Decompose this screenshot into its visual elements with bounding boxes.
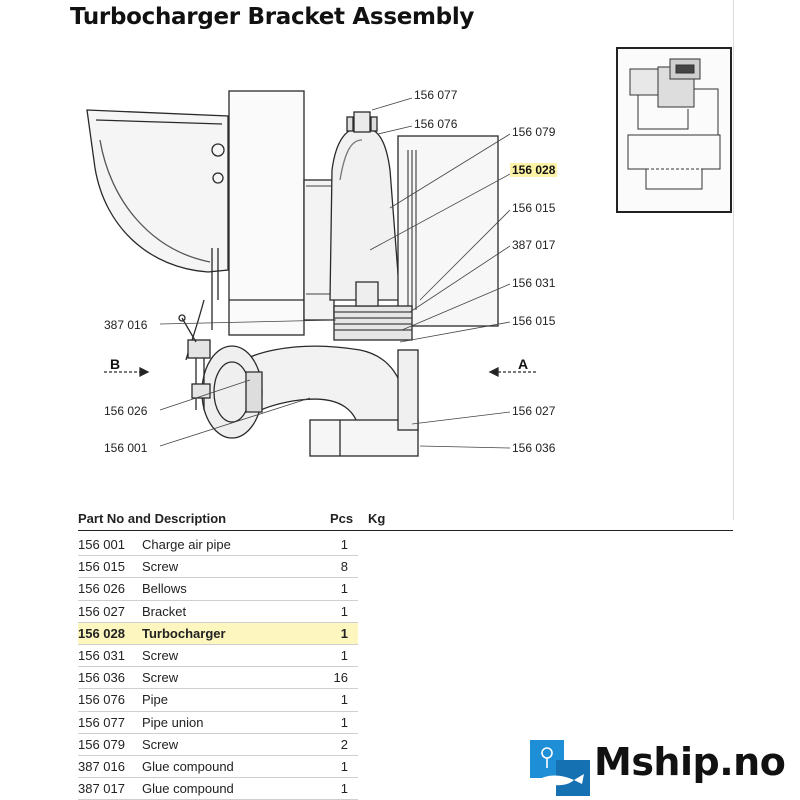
callout-156031: 156 031	[512, 276, 556, 290]
callout-156028: 156 028	[510, 163, 558, 177]
table-row: 387 016 Glue compound 1	[78, 756, 358, 779]
page-divider	[733, 0, 734, 520]
callout-156076: 156 076	[414, 117, 458, 131]
part-number: 387 017	[78, 781, 125, 797]
part-quantity: 1	[340, 758, 348, 774]
callout-387017: 387 017	[512, 238, 556, 252]
part-number: 156 076	[78, 692, 125, 708]
exhaust-bowl	[86, 109, 229, 273]
part-description: Pipe	[142, 692, 169, 708]
callout-156015-bottom: 156 015	[512, 314, 556, 328]
brand-name[interactable]: Mship.no	[594, 740, 786, 784]
engine-outline	[627, 58, 721, 190]
callout-156036: 156 036	[512, 441, 556, 455]
part-description: Bellows	[142, 581, 187, 597]
header-pcs: Pcs	[330, 511, 354, 526]
part-quantity: 1	[340, 647, 348, 663]
part-description: Pipe union	[142, 714, 204, 730]
turbo-column	[329, 125, 401, 301]
part-description: Screw	[142, 559, 179, 575]
part-quantity: 1	[340, 537, 348, 552]
table-row: 156 031 Screw 1	[78, 645, 358, 668]
table-row: 387 017 Glue compound 1	[78, 778, 358, 800]
part-number: 156 031	[78, 647, 125, 663]
view-label-b: B	[110, 356, 121, 372]
part-description: Glue compound	[142, 781, 234, 797]
table-row: 156 015 Screw 8	[78, 556, 358, 579]
part-quantity: 1	[340, 625, 348, 641]
table-row-highlighted: 156 028 Turbocharger 1	[78, 622, 358, 645]
mship-logo-icon[interactable]	[530, 740, 590, 796]
part-number: 156 028	[78, 625, 125, 641]
table-row: 156 001 Charge air pipe 1	[78, 534, 358, 557]
compressor-housing	[397, 135, 499, 327]
part-quantity: 1	[340, 692, 348, 708]
part-description: Charge air pipe	[142, 537, 231, 552]
part-number: 387 016	[78, 758, 125, 774]
part-quantity: 16	[333, 670, 348, 686]
view-label-a: A	[518, 356, 529, 372]
table-row: 156 079 Screw 2	[78, 734, 358, 756]
table-row: 156 027 Bracket 1	[78, 601, 358, 623]
part-quantity: 2	[340, 736, 348, 752]
part-quantity: 1	[340, 781, 348, 797]
part-description: Screw	[142, 736, 179, 752]
header-kg: Kg	[368, 511, 386, 526]
table-row: 156 076 Pipe 1	[78, 689, 358, 712]
callout-156001: 156 001	[104, 441, 148, 455]
part-number: 156 036	[78, 670, 125, 686]
part-description: Screw	[142, 670, 179, 686]
engine-location-diagram	[616, 47, 732, 213]
part-description: Glue compound	[142, 758, 234, 774]
part-quantity: 1	[340, 603, 348, 619]
callout-156015-top: 156 015	[512, 201, 556, 215]
page-title: Turbocharger Bracket Assembly	[70, 4, 475, 30]
part-description: Bracket	[142, 603, 187, 619]
callout-156027: 156 027	[512, 404, 556, 418]
left-panel	[228, 90, 305, 336]
callout-156079: 156 079	[512, 125, 556, 139]
table-header: Part No and Description Pcs Kg	[78, 510, 733, 531]
clamp-band	[333, 305, 413, 341]
part-number: 156 026	[78, 581, 125, 597]
part-number: 156 079	[78, 736, 125, 752]
callout-387016: 387 016	[104, 318, 148, 332]
callout-156077: 156 077	[414, 88, 458, 102]
part-quantity: 1	[340, 581, 348, 597]
header-part: Part No and Description	[78, 511, 227, 526]
callout-156026: 156 026	[104, 404, 148, 418]
part-description: Screw	[142, 647, 179, 663]
table-row: 156 026 Bellows 1	[78, 578, 358, 601]
parts-list: 156 001 Charge air pipe 1 156 015 Screw …	[78, 534, 358, 800]
table-row: 156 036 Screw 16	[78, 667, 358, 690]
assembly-drawing	[86, 90, 536, 457]
part-number: 156 027	[78, 603, 125, 619]
part-number: 156 077	[78, 714, 125, 730]
part-quantity: 8	[340, 559, 348, 575]
part-number: 156 001	[78, 537, 125, 552]
part-number: 156 015	[78, 559, 125, 575]
part-quantity: 1	[340, 714, 348, 730]
part-description: Turbocharger	[142, 625, 226, 641]
table-row: 156 077 Pipe union 1	[78, 712, 358, 734]
